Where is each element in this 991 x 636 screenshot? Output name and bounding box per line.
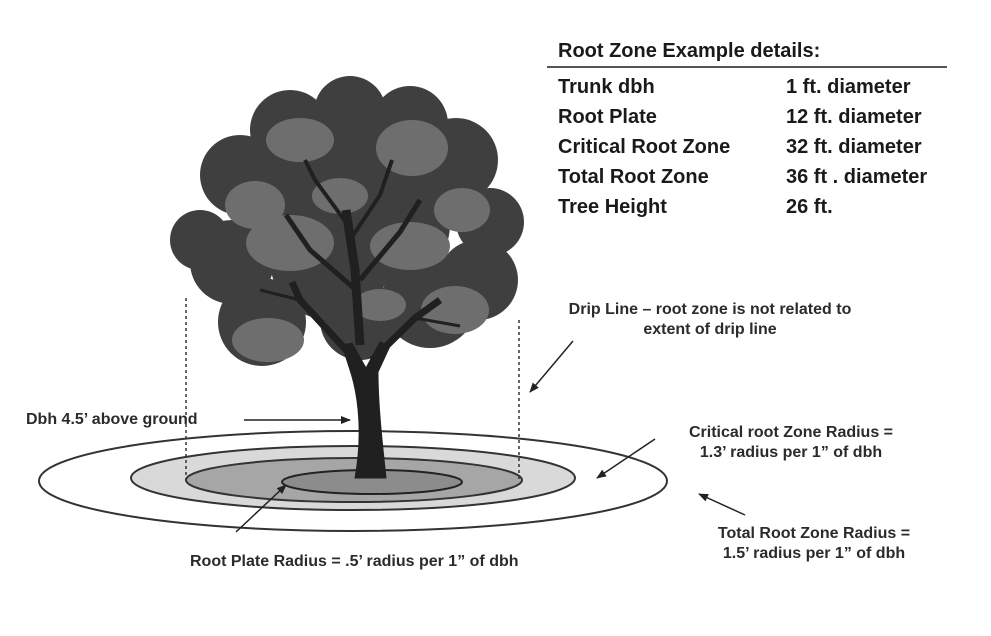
row-value: 36 ft . diameter: [786, 166, 928, 188]
table-row: Total Root Zone 36 ft . diameter: [558, 162, 927, 192]
drip-line-label-line2: extent of drip line: [643, 321, 777, 338]
critical-root-zone-label: Critical root Zone Radius = 1.3’ radius …: [660, 423, 922, 463]
row-label: Root Plate: [558, 106, 657, 128]
critical-root-zone-label-line1: Critical root Zone Radius =: [688, 424, 894, 441]
critical-root-zone-arrow: [596, 438, 656, 479]
row-value: 12 ft. diameter: [786, 106, 922, 128]
root-zone-details-table: Trunk dbh 1 ft. diameter Root Plate 12 f…: [558, 72, 927, 222]
row-label: Trunk dbh: [558, 76, 655, 98]
row-label: Critical Root Zone: [558, 136, 731, 158]
drip-line-label-line1: Drip Line – root zone is not related to: [568, 301, 852, 318]
critical-root-zone-label-line2: 1.3’ radius per 1” of dbh: [699, 444, 883, 461]
table-row: Critical Root Zone 32 ft. diameter: [558, 132, 927, 162]
row-value: 26 ft.: [786, 196, 833, 218]
total-root-zone-label-line1: Total Root Zone Radius =: [717, 525, 911, 542]
table-title-rule: [547, 66, 947, 68]
root-plate-label: Root Plate Radius = .5’ radius per 1” of…: [190, 553, 519, 570]
total-root-zone-label-line2: 1.5’ radius per 1” of dbh: [722, 545, 906, 562]
row-value: 1 ft. diameter: [786, 76, 911, 98]
row-value: 32 ft. diameter: [786, 136, 922, 158]
table-row: Trunk dbh 1 ft. diameter: [558, 72, 927, 102]
dbh-label: Dbh 4.5’ above ground: [26, 411, 198, 428]
drip-line-label: Drip Line – root zone is not related to …: [540, 300, 880, 340]
row-label: Total Root Zone: [558, 166, 709, 188]
table-title: Root Zone Example details:: [558, 40, 821, 62]
drip-line-arrow: [529, 340, 574, 393]
table-row: Tree Height 26 ft.: [558, 192, 927, 222]
root-plate-arrow: [235, 484, 287, 533]
tree-trunk: [259, 159, 461, 479]
table-row: Root Plate 12 ft. diameter: [558, 102, 927, 132]
total-root-zone-arrow: [698, 493, 746, 516]
total-root-zone-label: Total Root Zone Radius = 1.5’ radius per…: [684, 524, 944, 564]
row-label: Tree Height: [558, 196, 667, 218]
